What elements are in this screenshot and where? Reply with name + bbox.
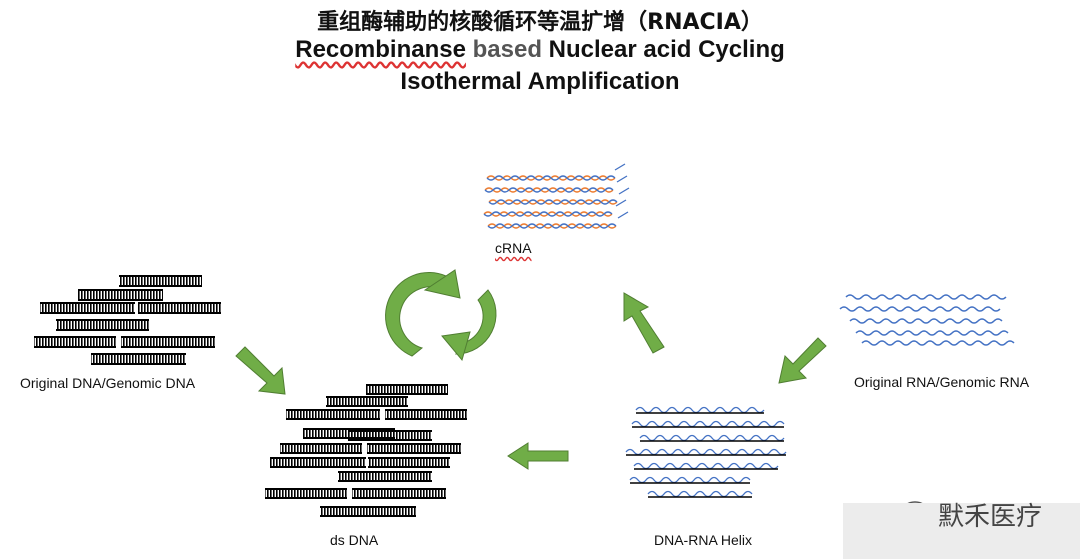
watermark-background xyxy=(843,503,1080,559)
ds-dna-ladders xyxy=(265,384,467,517)
cycle-arrows-icon xyxy=(385,269,497,362)
title-chinese: 重组酶辅助的核酸循环等温扩增（RNACIA） xyxy=(317,10,763,35)
label-ds-dna: ds DNA xyxy=(330,532,379,548)
label-original-rna: Original RNA/Genomic RNA xyxy=(854,374,1030,390)
label-crna: cRNA xyxy=(495,240,532,256)
dna-ladder xyxy=(40,302,135,314)
dna-ladder xyxy=(138,302,221,314)
dna-ladder xyxy=(78,289,163,301)
dna-rna-helix-strands xyxy=(625,406,787,498)
title-word-recombinanse: Recombinanse xyxy=(295,36,466,63)
original-rna-strands xyxy=(839,294,1015,346)
dna-ladder xyxy=(34,336,116,348)
arrow-helix-to-dsdna xyxy=(507,442,569,470)
dna-ladder xyxy=(91,353,186,365)
arrow-helix-to-crna xyxy=(623,292,665,354)
arrow-dna-to-dsdna xyxy=(235,346,286,395)
dna-ladder xyxy=(119,275,202,287)
dna-ladder xyxy=(56,319,149,331)
label-original-dna: Original DNA/Genomic DNA xyxy=(20,375,196,391)
arrow-rna-to-helix xyxy=(778,337,827,384)
original-dna-ladders xyxy=(34,275,221,365)
watermark-text: 默禾医疗 xyxy=(938,502,1043,532)
dna-ladder xyxy=(121,336,215,348)
title-word-based: based xyxy=(472,36,542,63)
title-rest: Nuclear acid Cycling xyxy=(548,36,785,63)
label-dna-rna-helix: DNA-RNA Helix xyxy=(654,532,753,548)
title-english-line1: Recombinanse based Nuclear acid Cycling xyxy=(0,36,1080,64)
title-english-line2: Isothermal Amplification xyxy=(400,68,680,95)
crna-strands xyxy=(483,163,630,229)
